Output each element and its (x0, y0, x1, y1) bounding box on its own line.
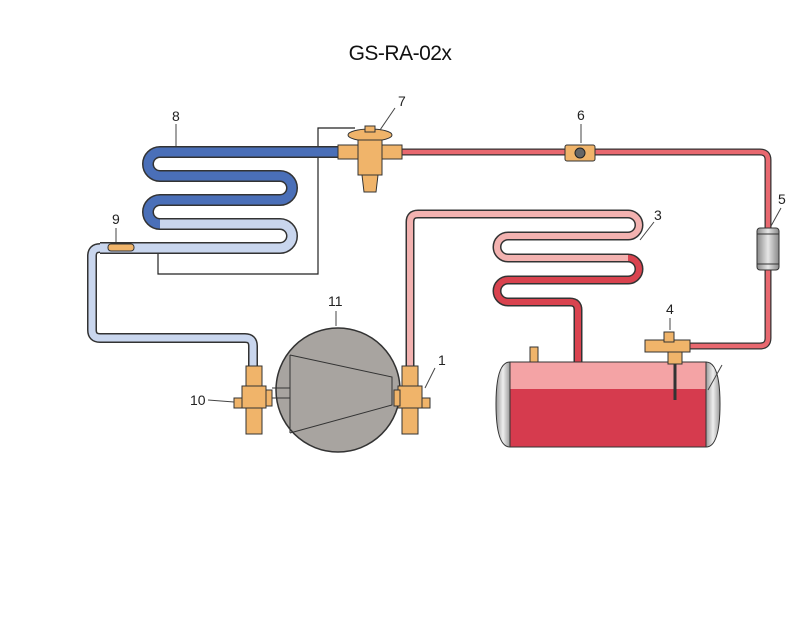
label-4: 4 (666, 301, 674, 317)
sensing-bulb (107, 243, 135, 252)
discharge-service-valve (393, 365, 431, 435)
label-10: 10 (190, 392, 206, 408)
liquid-line (400, 148, 772, 350)
suction-line (87, 243, 258, 368)
label-11: 11 (328, 293, 343, 309)
label-3: 3 (654, 207, 662, 223)
label-5: 5 (778, 191, 786, 207)
diagram-title: GS-RA-02x (348, 42, 452, 65)
label-7: 7 (398, 93, 406, 109)
condenser-coil (405, 209, 644, 368)
suction-service-valve (233, 365, 273, 435)
compressor (272, 327, 401, 453)
filter-drier (756, 227, 780, 271)
label-8: 8 (172, 108, 180, 124)
label-9: 9 (112, 211, 120, 227)
receiver-valve (644, 331, 691, 365)
label-1: 1 (438, 352, 446, 368)
expansion-valve (337, 125, 403, 193)
label-6: 6 (577, 107, 585, 123)
capillary-line (157, 127, 355, 275)
callout-arrows (115, 107, 782, 403)
receiver-tank (495, 346, 721, 448)
sight-glass (564, 144, 596, 162)
evaporator-coil (100, 146, 345, 254)
